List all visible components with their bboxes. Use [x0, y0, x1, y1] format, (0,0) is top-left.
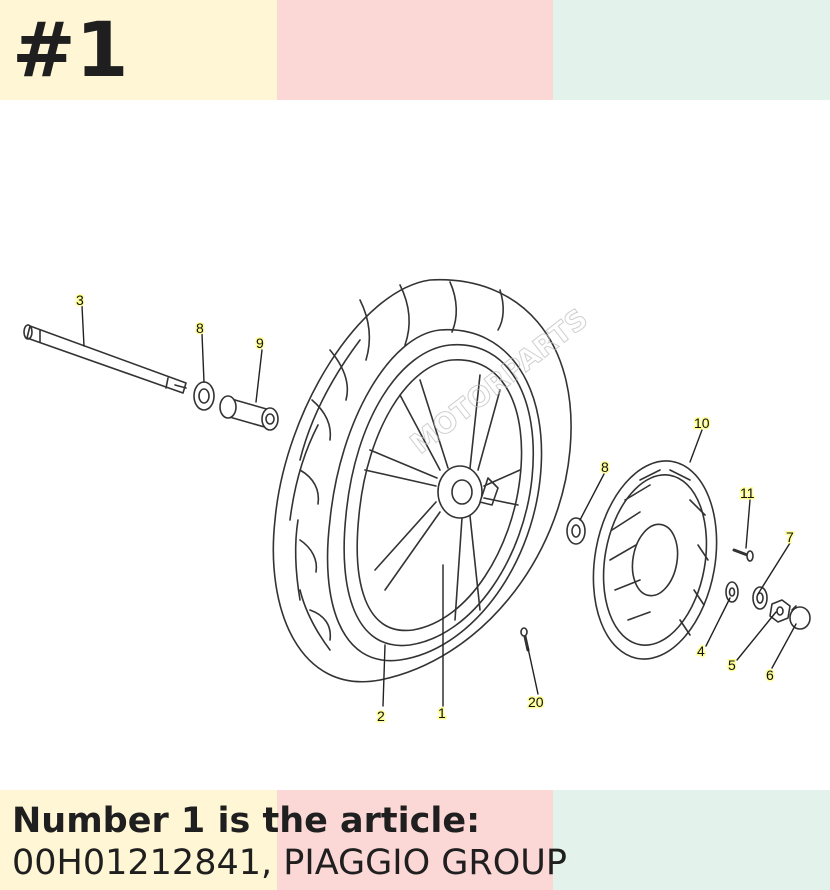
part-number: 00H01212841	[12, 843, 261, 883]
spacer-sleeve	[219, 395, 279, 431]
callout-6: 6	[766, 667, 774, 683]
callout-20: 20	[528, 694, 544, 710]
callout-10: 10	[694, 415, 710, 431]
washer-large-part	[752, 586, 768, 610]
callout-8-right: 8	[601, 459, 609, 475]
bottom-band-pink	[276, 790, 554, 890]
callout-4: 4	[697, 643, 705, 659]
bottom-band-yellow	[0, 790, 277, 890]
cap-nut-part	[789, 605, 811, 630]
top-band-mint	[553, 0, 830, 100]
screw-part	[732, 548, 754, 562]
top-color-band	[0, 0, 830, 100]
article-caption: Number 1 is the article: 00H01212841, PI…	[12, 800, 822, 884]
callout-7: 7	[786, 529, 794, 545]
wheel-rim-part	[343, 344, 534, 647]
nut-part	[769, 599, 791, 623]
caption-separator: ,	[261, 843, 284, 883]
callout-2: 2	[377, 708, 385, 724]
top-band-pink	[276, 0, 554, 100]
callout-5: 5	[728, 657, 736, 673]
valve-part	[520, 627, 530, 652]
bottom-band-mint	[553, 790, 830, 890]
manufacturer-name: PIAGGIO GROUP	[283, 843, 567, 883]
exploded-parts-diagram: MOTORPARTS 3 8 9 10 8 11 7 4 5 6 20 2 1	[23, 279, 811, 726]
washer-part	[725, 581, 739, 603]
callout-9: 9	[256, 335, 264, 351]
caption-heading: Number 1 is the article:	[12, 801, 481, 841]
axle-part	[23, 324, 187, 394]
spacer-bushing-right	[566, 517, 586, 545]
callout-8-left: 8	[196, 320, 204, 336]
bottom-color-band	[0, 790, 830, 890]
caption-article-info: 00H01212841, PIAGGIO GROUP	[12, 842, 822, 884]
callout-11: 11	[740, 485, 755, 501]
page-title: #1	[12, 5, 129, 94]
callout-1: 1	[438, 705, 446, 721]
callout-3: 3	[76, 292, 84, 308]
top-band-yellow	[0, 0, 277, 100]
brake-disc-part	[592, 460, 718, 660]
spacer-bushing-left	[193, 381, 215, 411]
